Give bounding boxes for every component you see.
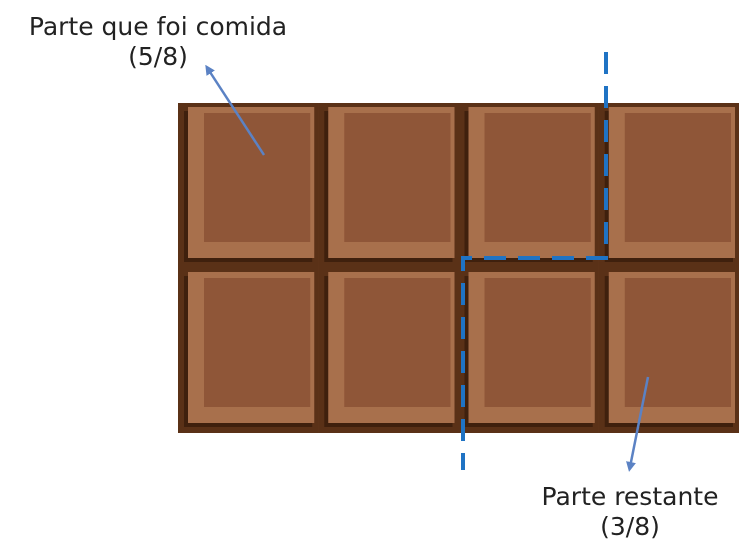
remaining-part-fraction: (3/8) [600,512,660,541]
chocolate-pieces [178,103,739,433]
chocolate-piece-2 [318,103,459,268]
chocolate-piece-7 [458,268,599,433]
eaten-part-title: Parte que foi comida [28,12,288,41]
chocolate-piece-4 [598,103,739,268]
eaten-part-label: Parte que foi comida (5/8) [8,12,308,72]
eaten-part-arrow [205,64,266,156]
chocolate-piece-8 [598,268,739,433]
remaining-part-label: Parte restante (3/8) [520,482,739,542]
dashed-divider-line [461,52,608,470]
chocolate-piece-1 [178,103,319,268]
remaining-part-title: Parte restante [541,482,719,511]
remaining-part-arrow [626,376,650,472]
chocolate-piece-6 [318,268,459,433]
chocolate-piece-5 [178,268,319,433]
eaten-part-fraction: (5/8) [128,42,188,71]
chocolate-piece-3 [458,103,599,268]
chocolate-bar [178,103,739,433]
